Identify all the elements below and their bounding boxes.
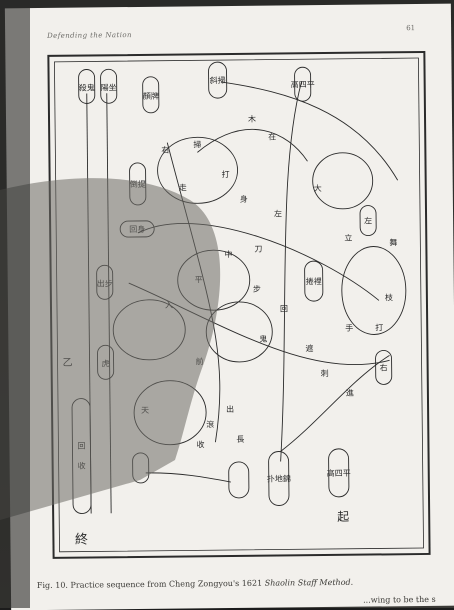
glyph-27: 進 <box>346 389 354 398</box>
glyph-8: 左 <box>274 208 282 218</box>
boxed-label-10: 左 <box>364 216 372 226</box>
running-header-page-number: 61 <box>406 24 415 32</box>
glyph-18: 鬼 <box>259 334 267 344</box>
running-header-title: Defending the Nation <box>47 31 132 40</box>
left-column-labels: 殺鬼 陽坐 出步 虎 回 收 <box>69 69 122 513</box>
glyph-4: 掃 <box>193 139 201 149</box>
glyph-12: 中 <box>224 249 232 259</box>
end-mark: 終 <box>75 532 88 548</box>
book-page: Defending the Nation 61 <box>5 4 454 610</box>
glyph-30: 天 <box>141 406 149 415</box>
glyph-22: 出 <box>226 404 234 414</box>
figure-caption: Fig. 10. Practice sequence from Cheng Zo… <box>37 578 353 590</box>
glyph-29: 舞 <box>389 237 397 247</box>
glyph-14: 步 <box>253 285 261 294</box>
glyph-11: 刀 <box>254 245 262 254</box>
boxed-label-6: 捲裡 <box>306 276 322 286</box>
boxed-label-2: 倒提 <box>130 179 146 189</box>
glyph-6: 走 <box>179 183 187 192</box>
boxed-label-1: 顏牌 <box>143 91 159 101</box>
boxed-label-3: 回身 <box>129 224 145 234</box>
boxed-label-9: 右 <box>380 362 388 372</box>
side-mark: 乙 <box>63 357 73 369</box>
glyph-13: 平 <box>195 275 203 284</box>
glyph-26: 刺 <box>321 369 329 378</box>
glyph-16: 入 <box>165 301 173 310</box>
caption-text: Practice sequence from Cheng Zongyou's 1… <box>70 579 262 590</box>
left-label-6: 收 <box>78 461 86 471</box>
glyph-23: 滾 <box>206 419 214 429</box>
glyph-25: 長 <box>236 435 244 444</box>
caption-label: Fig. 10. <box>37 581 68 590</box>
left-label-5: 回 <box>77 442 85 451</box>
left-label-4: 虎 <box>102 358 110 368</box>
start-mark: 起 <box>337 510 349 524</box>
left-label-3: 出步 <box>97 278 113 288</box>
glyph-20: 手 <box>345 323 353 333</box>
glyph-1: 木 <box>248 114 256 124</box>
glyph-17: 遮 <box>305 343 313 353</box>
glyph-9: 大 <box>314 183 322 193</box>
next-paragraph-fragment: ...wing to be the s <box>363 595 436 605</box>
practice-sequence-figure: 殺鬼 陽坐 出步 虎 回 收 顏牌 倒提 <box>46 50 431 560</box>
boxed-label-4: 斜掃 <box>210 75 226 85</box>
glyph-7: 身 <box>240 194 248 204</box>
glyph-28: 打 <box>375 322 383 332</box>
glyph-21: 枝 <box>385 292 393 302</box>
glyph-2: 在 <box>268 132 276 142</box>
boxed-label-8: 高四平 <box>327 468 351 478</box>
glyph-19: 前 <box>196 356 204 366</box>
outer-frame <box>48 52 429 558</box>
inner-frame <box>54 58 423 552</box>
boxed-label-7: 扑地錦 <box>267 473 291 483</box>
glyph-5: 打 <box>222 169 230 179</box>
boxed-label-5: 高四平 <box>291 79 315 89</box>
left-label-2: 陽坐 <box>101 83 117 92</box>
caption-work-title: Shaolin Staff Method. <box>265 578 354 588</box>
movement-paths <box>87 80 408 513</box>
left-label-1: 殺鬼 <box>79 82 95 92</box>
glyph-3: 右 <box>161 145 169 155</box>
glyph-15: 回 <box>280 304 288 313</box>
glyph-10: 立 <box>344 233 352 243</box>
glyph-24: 收 <box>196 439 204 449</box>
